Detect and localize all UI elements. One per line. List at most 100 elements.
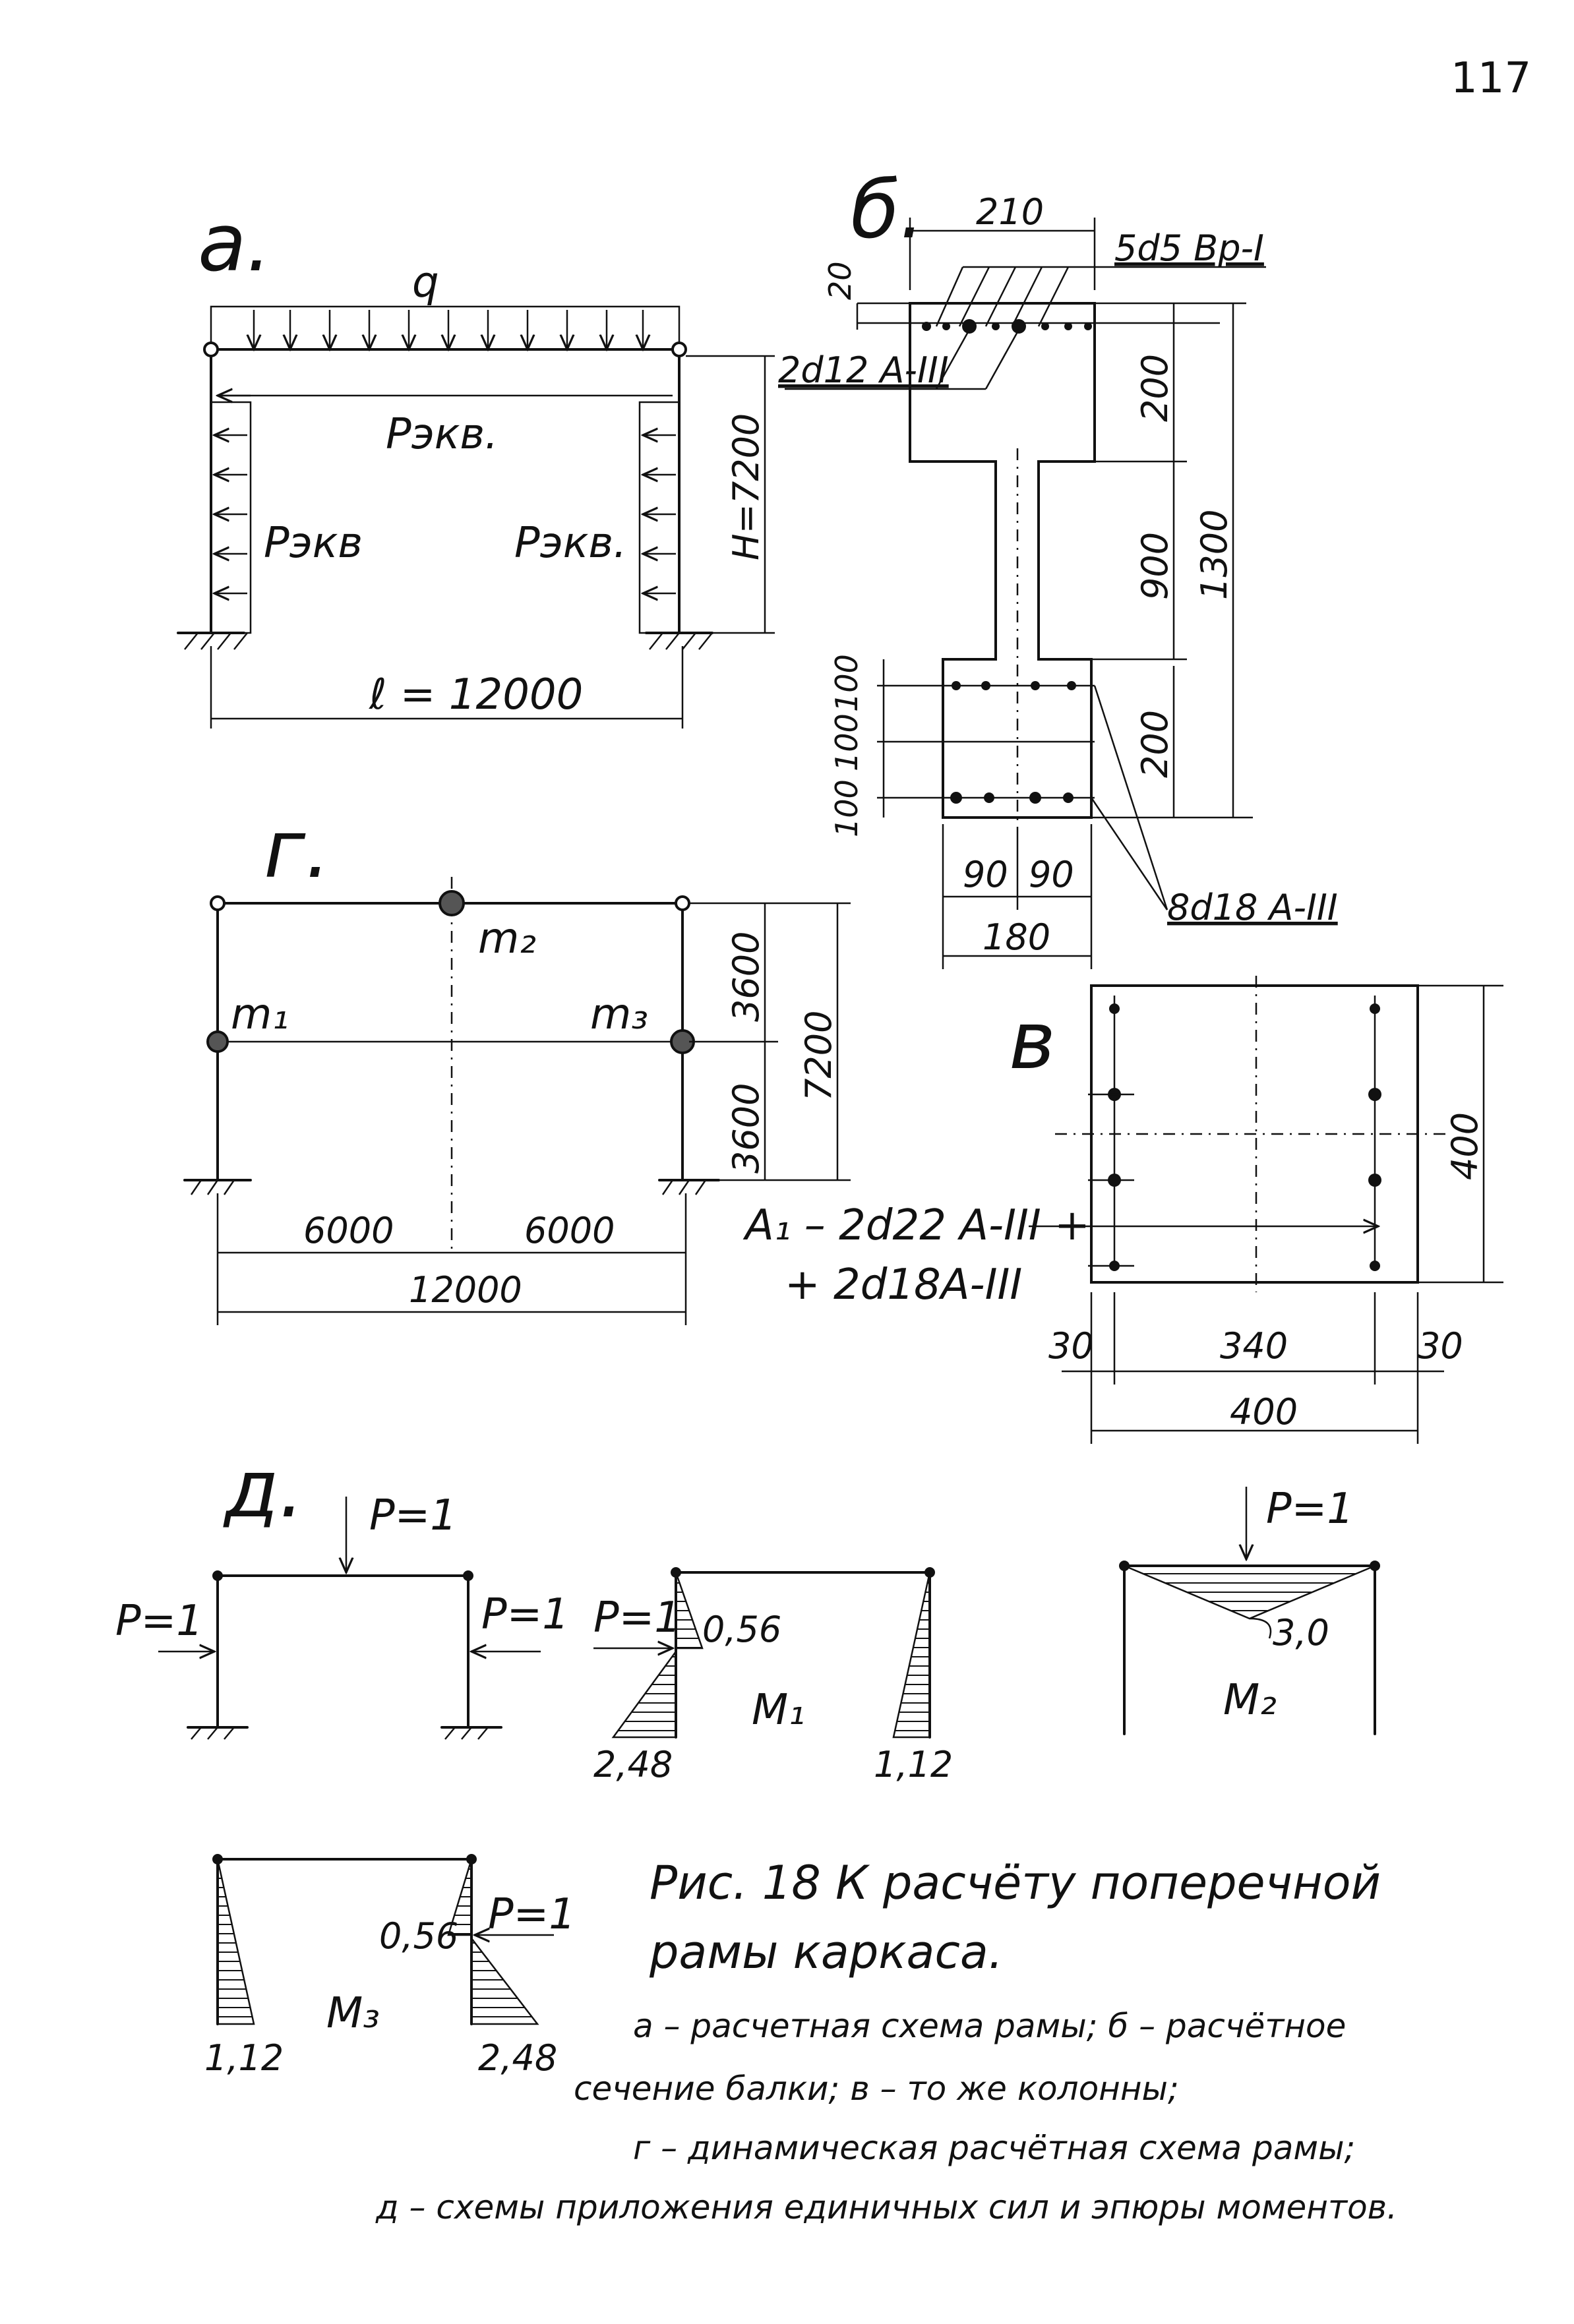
- dim-7200: 7200: [798, 1011, 839, 1101]
- m3-epure-top: [447, 1859, 473, 1936]
- caption-line-4: д – схемы приложения единичных сил и эпю…: [375, 2188, 1397, 2226]
- m2-epure: [1124, 1564, 1376, 1620]
- mass-m3-label: m₃: [590, 990, 648, 1039]
- dim-20: 20: [822, 261, 858, 300]
- caption-title-1: Рис. 18 К расчёту поперечной: [650, 1856, 1381, 1910]
- left-load-arrows: [214, 435, 247, 593]
- fixed-support: [645, 632, 713, 650]
- dim-6000a: 6000: [303, 1210, 394, 1251]
- span-dim-label: ℓ = 12000: [369, 670, 583, 719]
- unit-load-left: P=1: [115, 1597, 203, 1646]
- rebar-a1-line2: + 2d18A-III: [785, 1261, 1022, 1309]
- bottom-rebar-dots: [950, 681, 1076, 804]
- hinge-node: [210, 895, 226, 911]
- m3-unit-load: P=1: [488, 1890, 576, 1939]
- panel-d-label: д.: [223, 1444, 304, 1535]
- m1-epure-top: [675, 1572, 704, 1650]
- fixed-support: [440, 1726, 502, 1740]
- m1-value-056: 0,56: [702, 1609, 781, 1650]
- fixed-support: [183, 1179, 252, 1195]
- m1-value-112: 1,12: [874, 1744, 953, 1785]
- page-number: 117: [1451, 54, 1531, 103]
- dim-210: 210: [976, 191, 1044, 233]
- dim-900: 900: [1134, 532, 1176, 600]
- dim-90b: 90: [1029, 854, 1074, 895]
- m3-epure-left: [216, 1859, 255, 2025]
- unit-load-top: P=1: [369, 1491, 457, 1540]
- dim-3600b: 3600: [725, 1083, 767, 1174]
- caption-line-1: а – расчетная схема рамы; б – расчётное: [633, 2007, 1346, 2045]
- dim-100b: 100: [829, 713, 864, 771]
- right-lateral-load-band: [638, 401, 681, 634]
- dim-400-w: 400: [1230, 1391, 1298, 1433]
- load-q-label: q: [412, 258, 439, 307]
- m1-epure-bottom: [611, 1649, 677, 1739]
- mass-m2-label: m₂: [478, 914, 536, 963]
- p-ekv-left-label: Рэкв: [264, 519, 363, 568]
- rebar-a1-line1: A₁ – 2d22 A-III +: [742, 1201, 1090, 1250]
- p-ekv-right-label: Рэкв.: [514, 519, 626, 568]
- dim-200-bot: 200: [1134, 710, 1176, 778]
- panel-v: в A₁ – 2d22 A-III + + 2d18A-III 400 30 3…: [742, 976, 1503, 1444]
- dim-12000: 12000: [409, 1269, 522, 1311]
- dim-3600a: 3600: [725, 932, 767, 1022]
- dim-6000b: 6000: [524, 1210, 615, 1251]
- panel-g-label: г.: [264, 804, 330, 896]
- panel-a: а. q Рэкв.: [177, 198, 775, 729]
- right-load-arrows: [643, 435, 676, 593]
- m1-epure-right: [892, 1572, 931, 1739]
- m1-unit-load: P=1: [593, 1594, 681, 1642]
- m1-label: M₁: [752, 1686, 805, 1735]
- unit-load-right: P=1: [481, 1590, 569, 1639]
- caption-title-2: рамы каркаса.: [649, 1925, 1003, 1979]
- dim-1300: 1300: [1194, 510, 1235, 600]
- m3-value-056: 0,56: [379, 1915, 458, 1957]
- m3-value-248: 2,48: [478, 2037, 557, 2079]
- load-arrows: [254, 310, 643, 349]
- mass-m2: [439, 890, 465, 916]
- m2-unit-load: P=1: [1266, 1485, 1354, 1534]
- m1-value-248: 2,48: [593, 1744, 673, 1785]
- leader-lines: [785, 266, 1266, 390]
- height-dim-label: H=7200: [725, 413, 767, 560]
- distributed-load-band: [210, 305, 681, 351]
- fixed-support: [187, 1726, 249, 1740]
- fixed-support: [177, 632, 248, 650]
- rebar-bot-label: 8d18 A-III: [1167, 887, 1338, 928]
- hinge-node: [203, 342, 219, 357]
- dim-30b: 30: [1418, 1325, 1463, 1367]
- m2-label: M₂: [1223, 1676, 1277, 1725]
- panel-v-label: в: [1009, 996, 1056, 1087]
- dim-100a: 100: [829, 654, 864, 712]
- hinge-node: [671, 342, 687, 357]
- panel-b-label: б.: [851, 165, 924, 256]
- dim-30a: 30: [1048, 1325, 1094, 1367]
- m2-value-30: 3,0: [1273, 1612, 1329, 1654]
- caption-line-2: сечение балки; в – то же колонны;: [574, 2070, 1179, 2108]
- mass-m1-label: m₁: [231, 990, 289, 1039]
- dim-90a: 90: [963, 854, 1008, 895]
- rebar-mid-label: 2d12 A-III: [778, 349, 949, 391]
- dim-340: 340: [1220, 1325, 1288, 1367]
- top-rebar-dots: [922, 319, 1092, 334]
- dim-200-top: 200: [1134, 354, 1176, 422]
- panel-g: г. m₂ m₁ m₃ 3600 3600 7200: [183, 804, 851, 1325]
- column-rebar-dots: [1108, 1003, 1381, 1271]
- panel-d: д. P=1 P=1 P=1 P=1 0,56 M₁ 2,48 1,12: [115, 1444, 1380, 2079]
- fixed-support: [658, 1179, 720, 1195]
- panel-b: б. 210 5d5 Bp-I 20 2d12 A-III: [778, 165, 1338, 969]
- panel-a-label: а.: [198, 198, 272, 289]
- left-lateral-load-band: [210, 401, 252, 634]
- m3-epure-bottom: [470, 1936, 539, 2025]
- m3-value-112: 1,12: [204, 2037, 284, 2079]
- mass-m1: [206, 1030, 229, 1053]
- dim-400-h: 400: [1444, 1112, 1486, 1180]
- rebar-top-label: 5d5 Bp-I: [1114, 227, 1264, 269]
- dim-100c: 100: [829, 779, 864, 837]
- p-ekv-top-label: Рэкв.: [386, 410, 498, 459]
- hinge-node: [675, 895, 690, 911]
- figure-caption: Рис. 18 К расчёту поперечной рамы каркас…: [375, 1856, 1397, 2226]
- dim-180: 180: [983, 916, 1050, 958]
- caption-line-3: г – динамическая расчётная схема рамы;: [633, 2129, 1355, 2167]
